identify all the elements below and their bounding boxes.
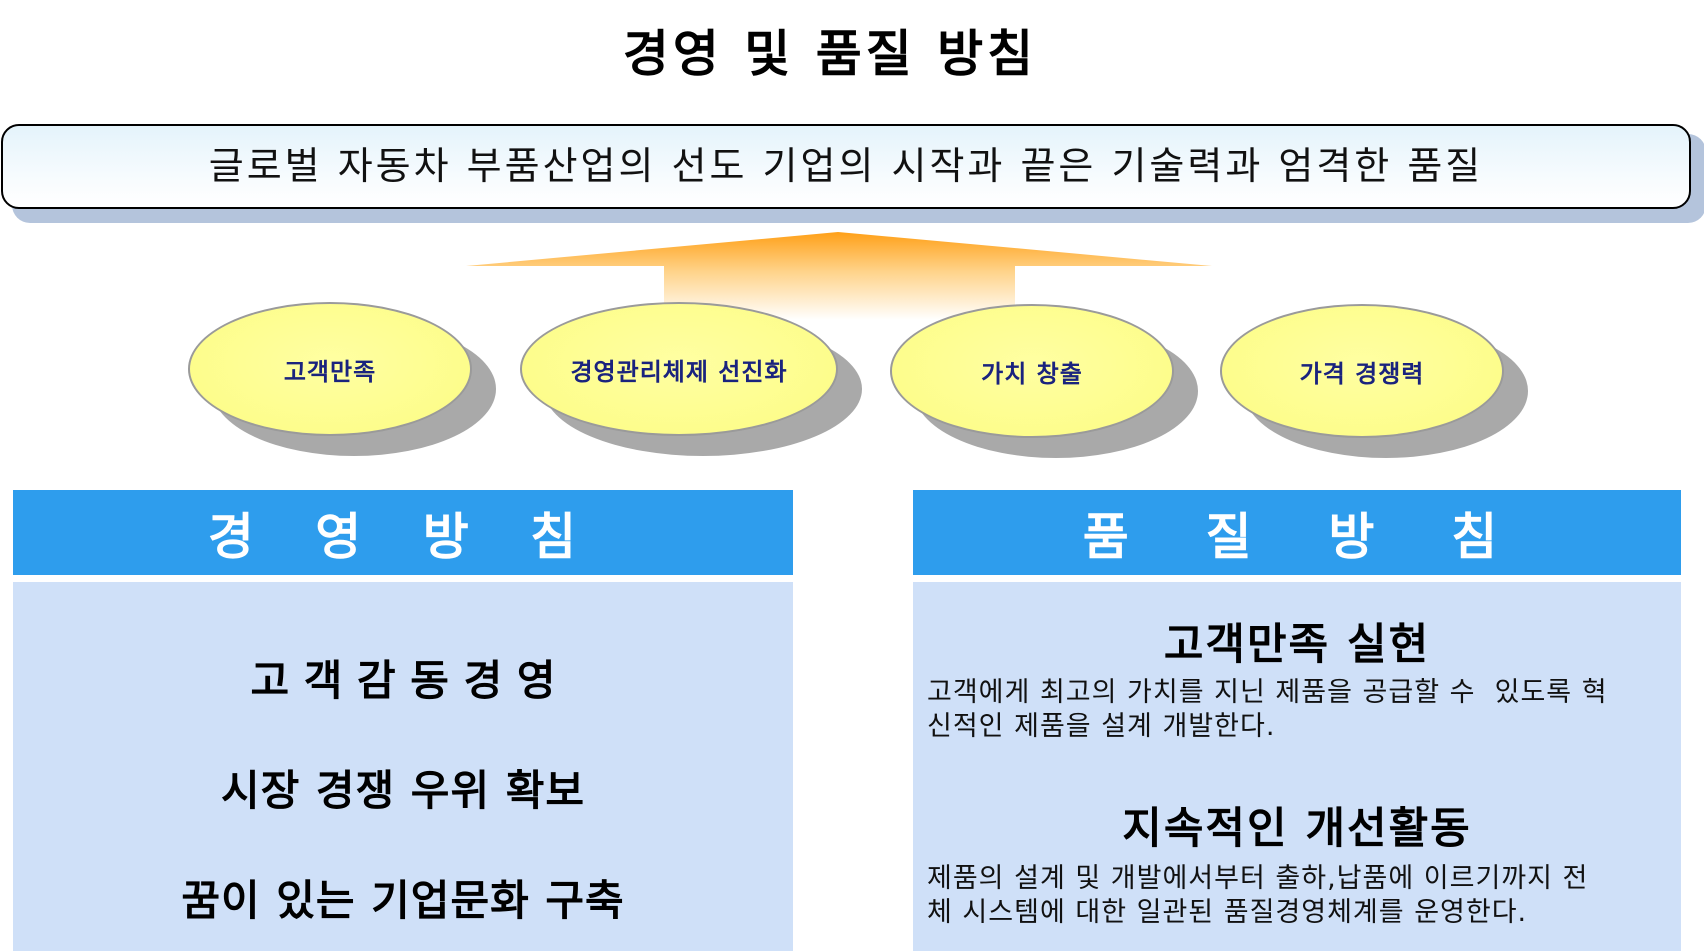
- value-ellipse-management-advancement: 경영관리체제 선진화: [520, 302, 864, 462]
- management-policy-header-label: 경 영 방 침: [207, 507, 599, 566]
- value-ellipse-price-competitiveness: 가격 경쟁력: [1220, 304, 1530, 464]
- management-policy-panel: 고 객 감 동 경 영 시장 경쟁 우위 확보 꿈이 있는 기업문화 구축: [13, 582, 793, 951]
- description-line: 고객에게 최고의 가치를 지닌 제품을 공급할 수 있도록 혁: [927, 677, 1608, 708]
- vision-banner: 글로벌 자동차 부품산업의 선도 기업의 시작과 끝은 기술력과 엄격한 품질: [1, 124, 1691, 209]
- quality-item-title: 고객만족 실현: [1163, 620, 1431, 670]
- management-item: 꿈이 있는 기업문화 구축: [181, 876, 625, 925]
- up-arrow-icon: [466, 232, 1212, 320]
- value-label: 가격 경쟁력: [1299, 359, 1425, 388]
- description-line: 체 시스템에 대한 일관된 품질경영체계를 운영한다.: [927, 897, 1528, 928]
- page-title: 경영 및 품질 방침: [622, 25, 1038, 83]
- description-line: 신적인 제품을 설계 개발한다.: [927, 711, 1276, 742]
- quality-policy-header-label: 품 질 방 침: [1082, 507, 1512, 566]
- quality-policy-panel: 고객만족 실현 고객에게 최고의 가치를 지닌 제품을 공급할 수 있도록 혁 …: [913, 582, 1681, 951]
- quality-item-description: 제품의 설계 및 개발에서부터 출하,납품에 이르기까지 전 체 시스템에 대한…: [927, 862, 1667, 930]
- description-line: 제품의 설계 및 개발에서부터 출하,납품에 이르기까지 전: [927, 863, 1589, 894]
- value-ellipse-customer-satisfaction: 고객만족: [188, 302, 498, 462]
- quality-item-description: 고객에게 최고의 가치를 지닌 제품을 공급할 수 있도록 혁 신적인 제품을 …: [927, 676, 1667, 744]
- management-item: 시장 경쟁 우위 확보: [221, 766, 585, 815]
- value-ellipse-value-creation: 가치 창출: [890, 304, 1200, 464]
- management-item: 고 객 감 동 경 영: [250, 656, 556, 705]
- value-label: 고객만족: [283, 357, 377, 386]
- quality-policy-header: 품 질 방 침: [913, 490, 1681, 575]
- quality-item-title: 지속적인 개선활동: [1122, 804, 1472, 854]
- value-label: 가치 창출: [981, 359, 1083, 388]
- management-policy-header: 경 영 방 침: [13, 490, 793, 575]
- value-label: 경영관리체제 선진화: [570, 357, 788, 386]
